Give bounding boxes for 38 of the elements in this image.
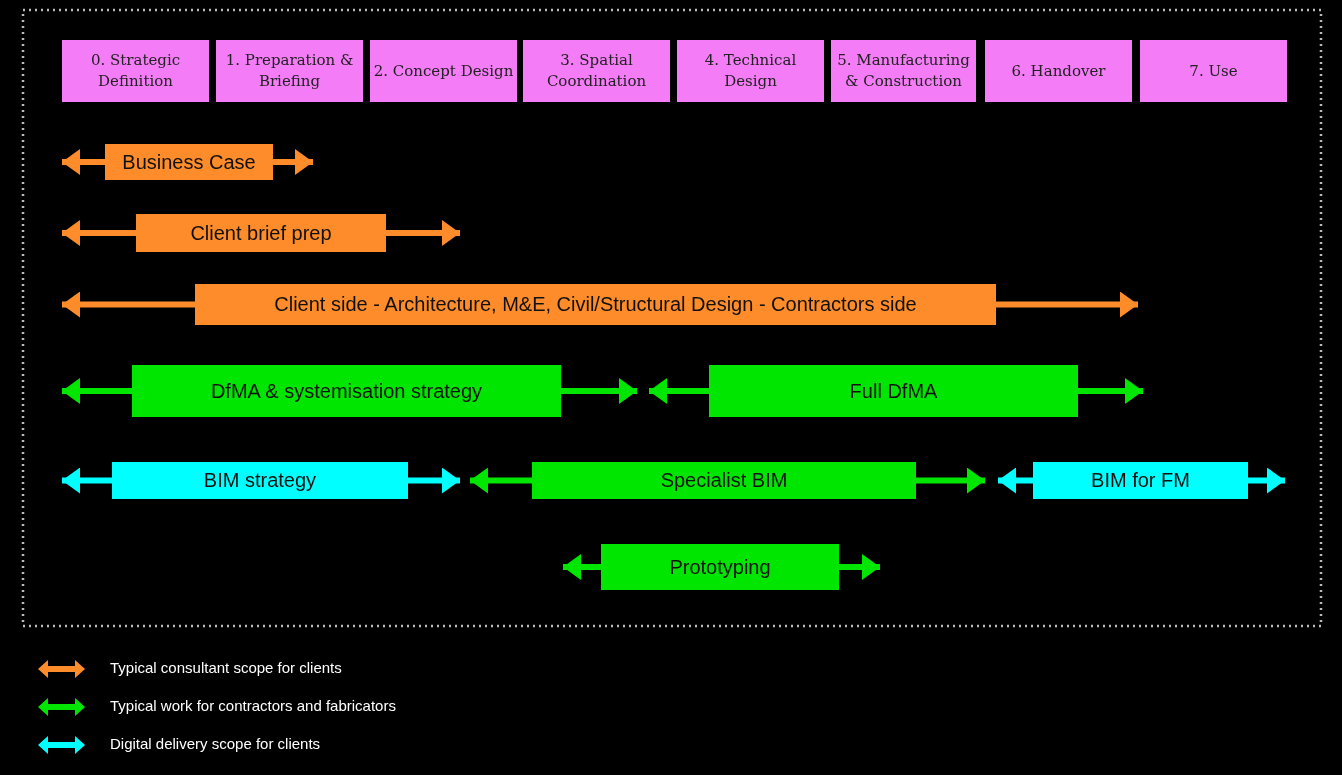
scope-bar: Full DfMA xyxy=(709,365,1078,417)
arrow xyxy=(996,291,1138,318)
arrow xyxy=(561,378,637,404)
arrow xyxy=(62,467,112,494)
scope-bar: Client brief prep xyxy=(136,214,386,252)
arrow xyxy=(62,378,132,404)
legend-label: Typical consultant scope for clients xyxy=(110,659,342,676)
scope-bar: DfMA & systemisation strategy xyxy=(132,365,561,417)
stage-box: 2. Concept Design xyxy=(370,40,517,102)
stage-box: 5. Manufacturing & Construction xyxy=(831,40,976,102)
scope-bar: Prototyping xyxy=(601,544,839,590)
stage-box: 0. Strategic Definition xyxy=(62,40,209,102)
legend-label: Typical work for contractors and fabricators xyxy=(110,697,396,714)
scope-bar: Specialist BIM xyxy=(532,462,916,499)
scope-bar: Business Case xyxy=(105,144,273,180)
arrow xyxy=(998,467,1033,494)
arrow xyxy=(1248,467,1285,494)
arrow xyxy=(916,467,985,494)
arrow xyxy=(62,291,195,318)
stage-box: 7. Use xyxy=(1140,40,1287,102)
scope-bar: BIM for FM xyxy=(1033,462,1248,499)
stage-box: 1. Preparation & Briefing xyxy=(216,40,363,102)
legend-label: Digital delivery scope for clients xyxy=(110,735,321,752)
scope-bar: Client side - Architecture, M&E, Civil/Structural Design - Contractors side xyxy=(195,284,996,325)
arrow xyxy=(649,378,709,404)
arrow xyxy=(408,467,460,494)
stage-box: 4. Technical Design xyxy=(677,40,824,102)
arrow xyxy=(839,554,880,580)
arrow xyxy=(1078,378,1143,404)
stage-box: 6. Handover xyxy=(985,40,1132,102)
arrow xyxy=(470,467,532,494)
arrow xyxy=(386,220,460,246)
arrow xyxy=(62,220,136,246)
arrow xyxy=(273,149,313,175)
scope-bar: BIM strategy xyxy=(112,462,408,499)
arrow xyxy=(563,554,601,580)
stage-box: 3. Spatial Coordination xyxy=(523,40,670,102)
arrow xyxy=(62,149,105,175)
